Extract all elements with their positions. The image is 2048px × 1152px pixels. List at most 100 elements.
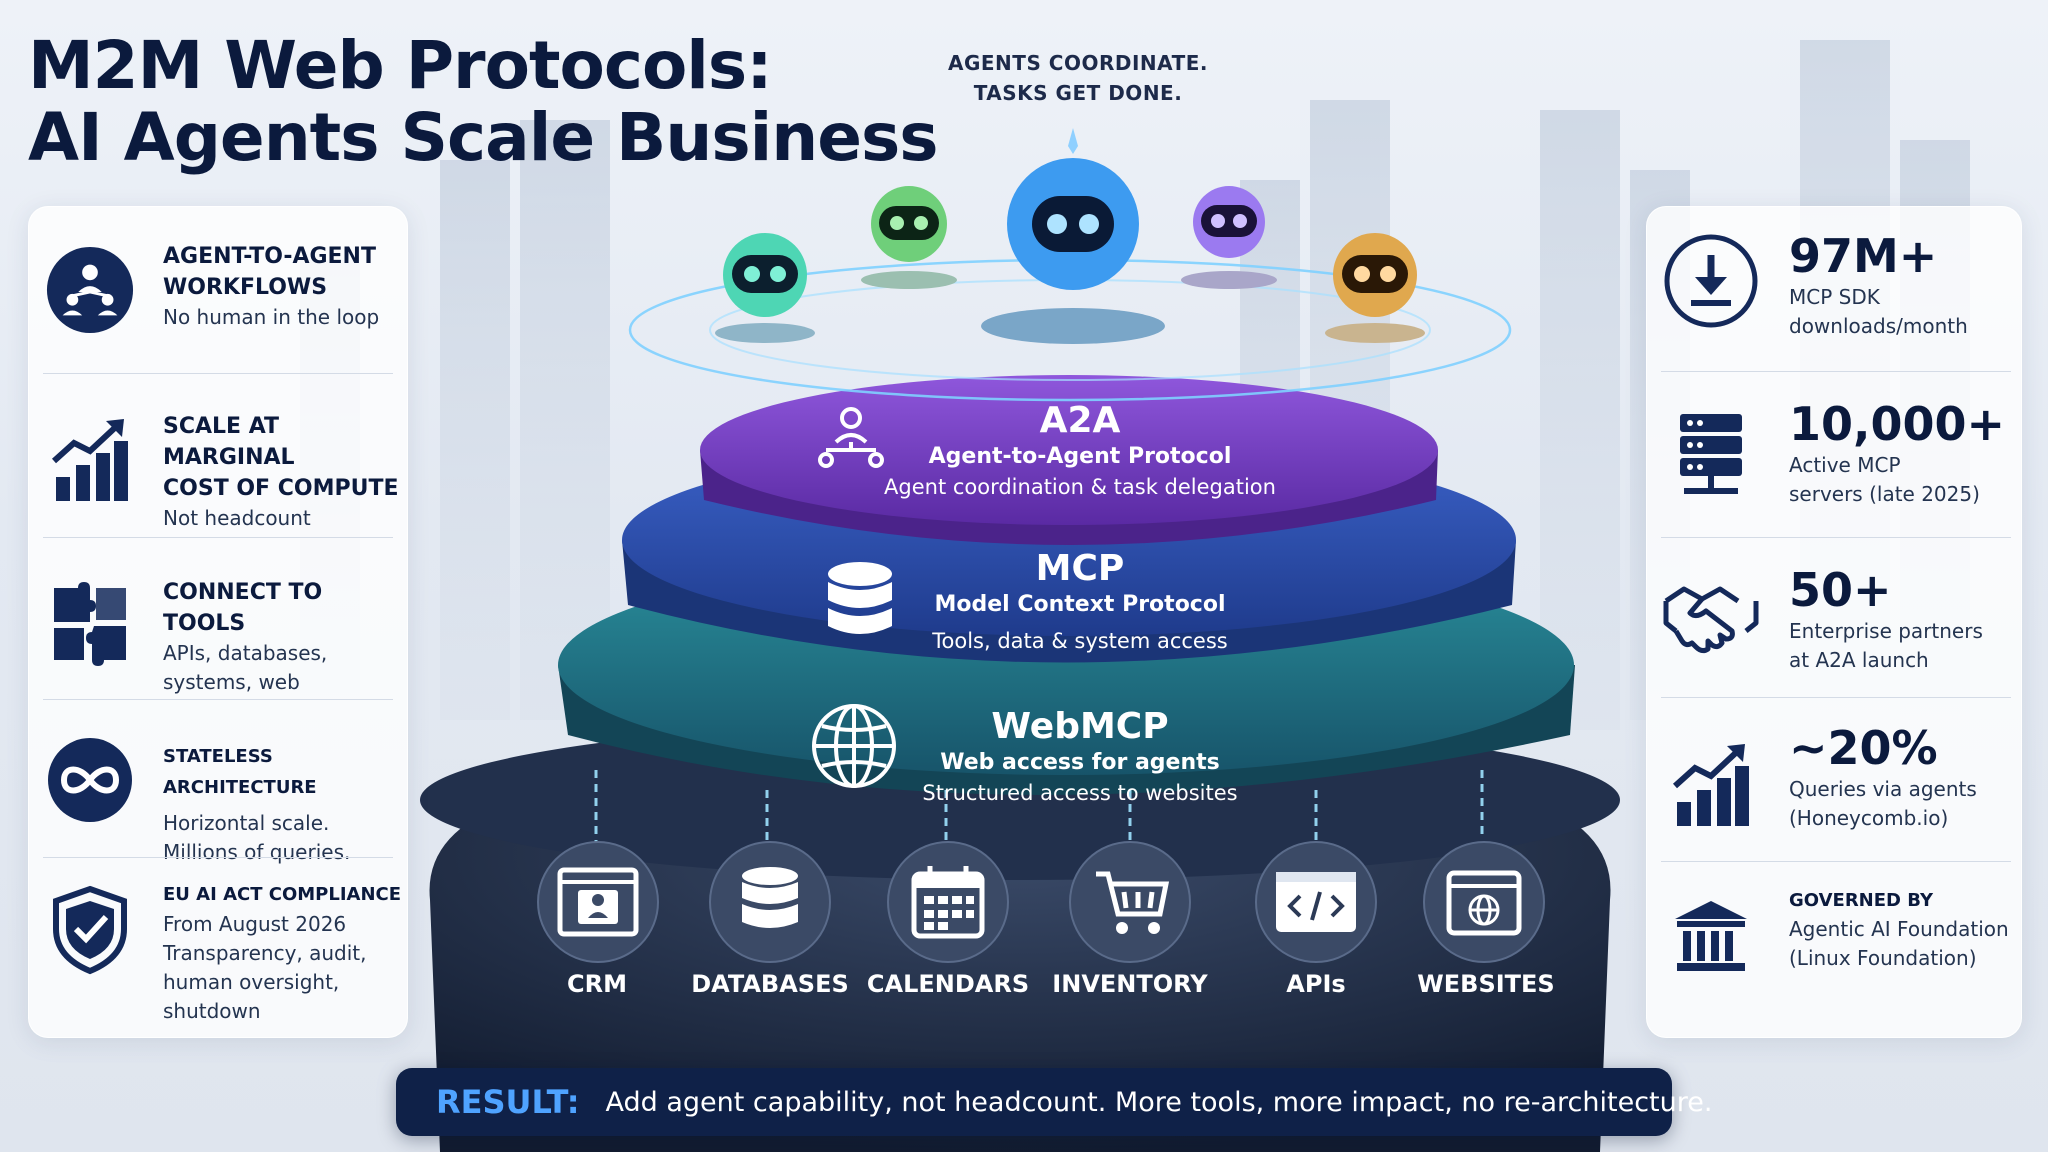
layer-a2a: A2A Agent-to-Agent Protocol Agent coordi… <box>880 400 1280 502</box>
code-icon <box>1276 872 1356 932</box>
tool-label-websites: WEBSITES <box>1417 970 1555 998</box>
shield-check-icon <box>53 885 127 975</box>
left-item-3-heading: CONNECT TO TOOLS <box>163 580 323 636</box>
layer-webmcp-desc: Structured access to websites <box>922 781 1238 805</box>
layer-a2a-title: A2A <box>1039 400 1121 441</box>
stat-2-sub-2: servers (late 2025) <box>1789 482 1980 506</box>
stat-3-number: 50+ <box>1789 563 1892 617</box>
divider <box>1661 861 2011 862</box>
stat-2-sub: Active MCP <box>1789 453 1901 477</box>
left-item-2-sub: Not headcount <box>163 506 311 530</box>
stat-5-sub: Agentic AI Foundation <box>1789 917 2009 941</box>
title-line-1: M2M Web Protocols: <box>28 27 773 104</box>
layer-mcp: MCP Model Context Protocol Tools, data &… <box>880 548 1280 656</box>
server-icon <box>1680 414 1742 494</box>
left-item-3-sub: APIs, databases, <box>163 641 328 665</box>
layer-webmcp: WebMCP Web access for agents Structured … <box>880 706 1280 808</box>
left-item-1-sub: No human in the loop <box>163 305 380 329</box>
divider <box>43 373 393 374</box>
left-item-scale: SCALE AT MARGINAL COST OF COMPUTE Not he… <box>29 405 407 530</box>
infinity-icon <box>48 738 132 822</box>
left-item-agent-workflows: AGENT-TO-AGENT WORKFLOWS No human in the… <box>29 237 407 357</box>
left-item-4-sub: Horizontal scale. <box>163 811 330 835</box>
layer-webmcp-subtitle: Web access for agents <box>940 750 1220 775</box>
stat-downloads: 97M+ MCP SDK downloads/month <box>1647 229 2021 369</box>
stat-4-sub: Queries via agents <box>1789 777 1977 801</box>
stat-4-sub-2: (Honeycomb.io) <box>1789 806 1949 830</box>
left-item-5-heading: EU AI ACT COMPLIANCE <box>163 884 402 905</box>
stat-5-heading: GOVERNED BY <box>1789 890 1934 911</box>
agent-robot-gold <box>1325 233 1425 343</box>
agent-robot-teal <box>715 233 815 343</box>
handshake-icon <box>1663 586 1759 654</box>
globe-icon <box>812 704 896 788</box>
agent-robot-blue-lead <box>981 128 1165 344</box>
divider <box>43 857 393 858</box>
layer-a2a-subtitle: Agent-to-Agent Protocol <box>928 444 1232 469</box>
stat-governance: GOVERNED BY Agentic AI Foundation (Linux… <box>1647 887 2021 1007</box>
divider <box>43 699 393 700</box>
tagline-line-1: AGENTS COORDINATE. <box>948 51 1208 75</box>
institution-icon <box>1675 901 1747 971</box>
left-item-2-heading: SCALE AT MARGINAL <box>163 414 295 470</box>
left-item-5-sub-2: Transparency, audit, <box>163 941 367 965</box>
divider <box>1661 697 2011 698</box>
left-item-4-sub-2: Millions of queries. <box>163 840 351 864</box>
left-benefits-panel: AGENT-TO-AGENT WORKFLOWS No human in the… <box>28 206 408 1038</box>
stat-3-sub: Enterprise partners <box>1789 619 1983 643</box>
tagline-line-2: TASKS GET DONE. <box>973 81 1183 105</box>
growth-chart-icon <box>51 419 128 501</box>
stat-4-number: ~20% <box>1789 721 1938 775</box>
layer-mcp-title: MCP <box>1035 548 1125 589</box>
result-label: RESULT: <box>436 1083 580 1121</box>
agent-robot-green <box>861 186 957 289</box>
agent-network-icon <box>818 407 884 468</box>
left-item-3-sub-2: systems, web <box>163 670 300 694</box>
divider <box>1661 371 2011 372</box>
calendar-icon <box>911 866 985 939</box>
puzzle-icon <box>54 582 126 666</box>
left-item-1-heading: AGENT-TO-AGENT <box>163 244 376 269</box>
tool-label-calendars: CALENDARS <box>866 970 1030 998</box>
agent-network-icon <box>46 246 134 334</box>
browser-globe-icon <box>1446 870 1522 936</box>
stat-1-sub-2: downloads/month <box>1789 314 1968 338</box>
stat-1-sub: MCP SDK <box>1789 285 1880 309</box>
left-item-5-sub-4: shutdown <box>163 999 261 1023</box>
stat-1-number: 97M+ <box>1789 229 1938 283</box>
layer-a2a-desc: Agent coordination & task delegation <box>884 475 1276 499</box>
growth-chart-icon <box>1672 744 1749 826</box>
tool-label-inventory: INVENTORY <box>1052 970 1208 998</box>
tool-label-databases: DATABASES <box>691 970 849 998</box>
left-item-4-heading: STATELESS ARCHITECTURE <box>163 746 317 798</box>
left-item-1-heading-2: WORKFLOWS <box>163 275 328 300</box>
divider <box>1661 537 2011 538</box>
database-icon <box>742 867 798 928</box>
tool-label-apis: APIs <box>1286 970 1346 998</box>
agent-robot-purple <box>1181 186 1277 289</box>
download-icon <box>1664 234 1758 328</box>
layer-webmcp-title: WebMCP <box>991 706 1169 747</box>
layer-mcp-desc: Tools, data & system access <box>932 629 1228 653</box>
stat-3-sub-2: at A2A launch <box>1789 648 1929 672</box>
stat-partners: 50+ Enterprise partners at A2A launch <box>1647 563 2021 703</box>
stat-servers: 10,000+ Active MCP servers (late 2025) <box>1647 397 2021 537</box>
page-title: M2M Web Protocols: AI Agents Scale Busin… <box>28 27 939 174</box>
left-item-eu-ai-act: EU AI ACT COMPLIANCE From August 2026 Tr… <box>29 879 407 1029</box>
left-item-tools: CONNECT TO TOOLS APIs, databases, system… <box>29 569 407 694</box>
layer-mcp-subtitle: Model Context Protocol <box>934 592 1226 617</box>
stat-queries: ~20% Queries via agents (Honeycomb.io) <box>1647 721 2021 861</box>
cart-icon <box>1096 871 1170 934</box>
divider <box>43 537 393 538</box>
stat-2-number: 10,000+ <box>1789 397 2006 451</box>
database-icon <box>828 562 892 634</box>
stat-5-sub-2: (Linux Foundation) <box>1789 946 1977 970</box>
tool-label-crm: CRM <box>567 970 627 998</box>
tagline: AGENTS COORDINATE. TASKS GET DONE. <box>948 48 1208 108</box>
right-stats-panel: 97M+ MCP SDK downloads/month 10,000+ Act… <box>1646 206 2022 1038</box>
left-item-stateless: STATELESS ARCHITECTURE Horizontal scale.… <box>29 731 407 864</box>
result-banner: RESULT: Add agent capability, not headco… <box>396 1068 1712 1136</box>
left-item-5-sub: From August 2026 <box>163 912 347 936</box>
crm-contact-icon <box>557 867 639 937</box>
left-item-2-heading-2: COST OF COMPUTE <box>163 476 399 501</box>
